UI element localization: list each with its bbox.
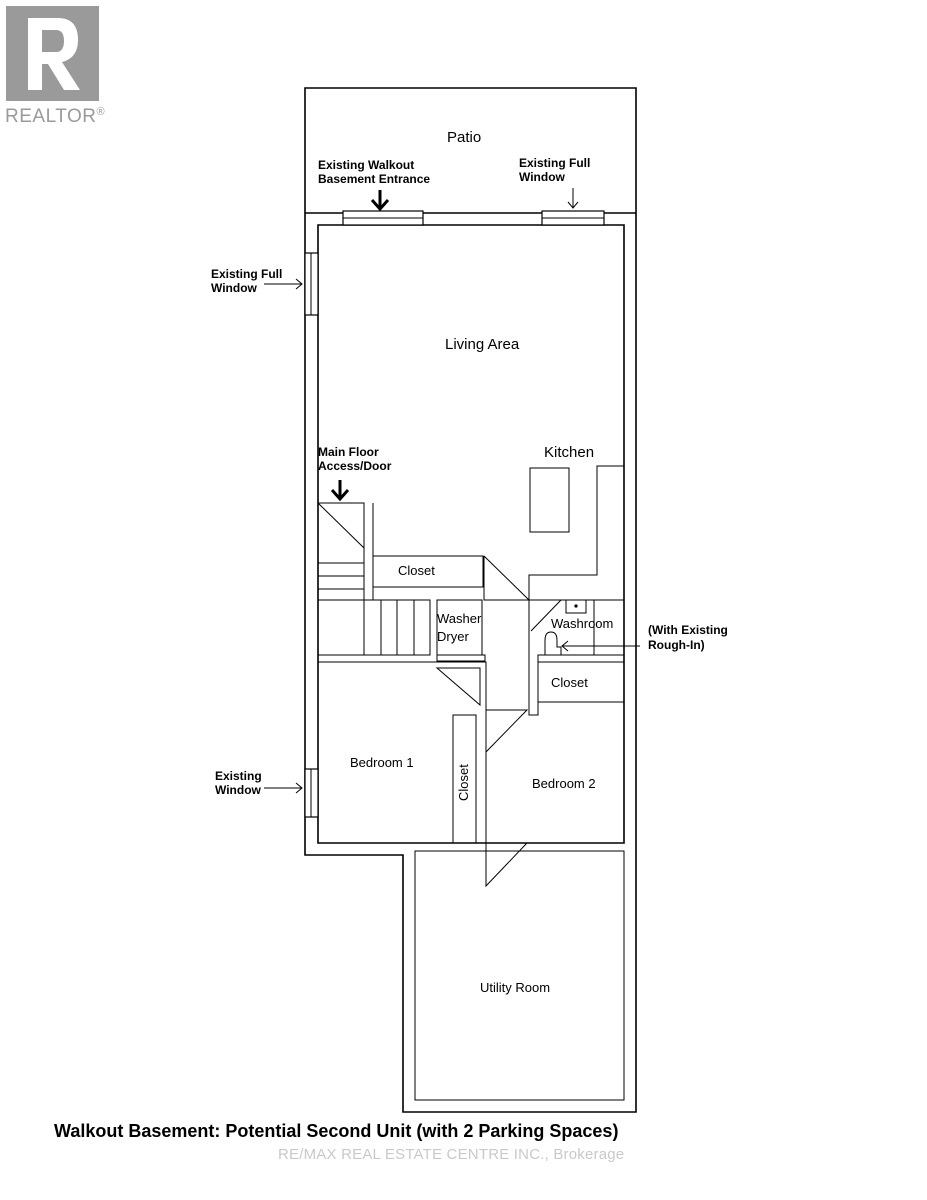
plan-caption: Walkout Basement: Potential Second Unit …: [54, 1121, 619, 1141]
bedroom2-closet: [537, 661, 625, 703]
washroom-walls: [528, 599, 625, 716]
room-label-bedroom2: Bedroom 2: [532, 776, 596, 791]
room-label-patio: Patio: [447, 129, 481, 146]
room-label-bedroom1: Bedroom 1: [350, 755, 414, 770]
svg-text:Window: Window: [519, 170, 566, 184]
svg-text:Window: Window: [215, 783, 262, 797]
room-label-hall-closet: Closet: [398, 563, 435, 578]
svg-text:Main Floor: Main Floor: [318, 445, 379, 459]
brokerage-watermark: RE/MAX REAL ESTATE CENTRE INC., Brokerag…: [278, 1146, 625, 1163]
realtor-logo: REALTOR®: [5, 6, 105, 128]
realtor-brand-text: REALTOR®: [5, 106, 106, 127]
note-main-floor-access: Main Floor Access/Door: [318, 445, 392, 473]
room-label-utility-room: Utility Room: [480, 980, 550, 995]
bedroom2-door: [485, 709, 529, 754]
svg-text:Existing: Existing: [215, 769, 262, 783]
left-existing-window: [304, 768, 319, 818]
room-label-washer: Washer: [437, 611, 482, 626]
note-existing-window: Existing Window: [215, 769, 262, 797]
room-label-bedroom1-closet: Closet: [456, 764, 471, 801]
realtor-r-logo-icon: [6, 6, 99, 101]
svg-text:Window: Window: [211, 281, 258, 295]
right-arrow-full-window-icon: [264, 278, 303, 290]
bedroom1-walls: [318, 661, 487, 844]
svg-text:Basement Entrance: Basement Entrance: [318, 172, 430, 186]
staircase: [317, 502, 431, 656]
down-arrow-window-icon: [567, 188, 579, 209]
room-label-living-area: Living Area: [445, 336, 520, 353]
laundry-closet: [436, 599, 486, 662]
room-label-dryer: Dryer: [437, 629, 469, 644]
note-full-window-left: Existing Full Window: [211, 267, 282, 295]
top-window: [541, 210, 605, 226]
room-label-bedroom2-closet: Closet: [551, 675, 588, 690]
walkout-entrance-opening: [342, 210, 424, 226]
note-rough-in: (With Existing Rough-In): [648, 623, 728, 652]
svg-text:(With Existing: (With Existing: [648, 623, 728, 637]
svg-text:Existing Walkout: Existing Walkout: [318, 158, 414, 172]
room-label-washroom: Washroom: [551, 616, 613, 631]
svg-text:Access/Door: Access/Door: [318, 459, 392, 473]
left-full-window: [304, 252, 319, 316]
note-walkout-entrance: Existing Walkout Basement Entrance: [318, 158, 430, 186]
down-arrow-main-floor-icon: [330, 480, 350, 502]
hall-closet: [372, 555, 530, 601]
utility-door: [485, 842, 529, 888]
svg-text:Existing Full: Existing Full: [519, 156, 590, 170]
svg-text:Rough-In): Rough-In): [648, 638, 705, 652]
right-arrow-existing-window-icon: [264, 782, 303, 794]
down-arrow-walkout-icon: [370, 190, 390, 212]
svg-text:Existing Full: Existing Full: [211, 267, 282, 281]
utility-room-walls: [318, 842, 625, 1101]
kitchen-walls: [528, 465, 624, 600]
note-full-window-top: Existing Full Window: [519, 156, 590, 184]
left-arrow-rough-in-icon: [561, 640, 640, 652]
room-label-kitchen: Kitchen: [544, 444, 594, 461]
toilet-icon: [544, 631, 562, 655]
